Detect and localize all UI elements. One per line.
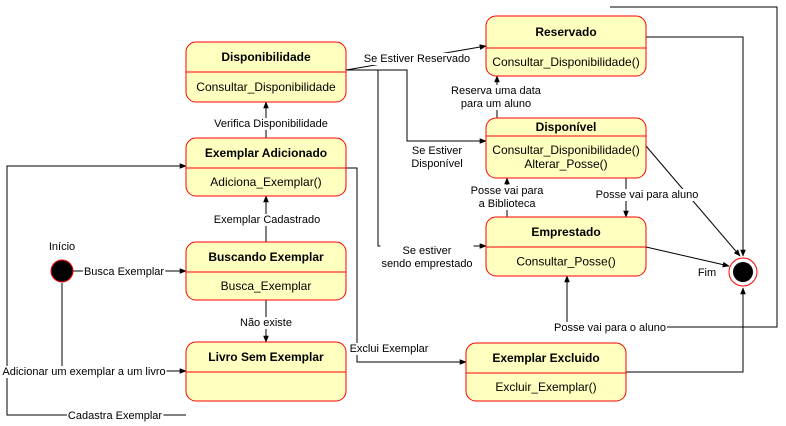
label-background xyxy=(348,343,430,355)
state-title: Buscando Exemplar xyxy=(208,250,324,264)
label-cadastra-exemplar: Cadastra Exemplar xyxy=(66,410,164,422)
transition-label: Exemplar Cadastrado xyxy=(214,214,320,226)
state-title: Disponível xyxy=(536,120,597,134)
state-title: Emprestado xyxy=(531,225,600,239)
edge-emprestado-fim[interactable] xyxy=(645,246,730,268)
label-background xyxy=(362,53,472,65)
transition-label: Posse vai para o aluno xyxy=(554,322,666,334)
final-label: Fim xyxy=(698,267,716,279)
state-livro-sem-exemplar[interactable]: Livro Sem Exemplar xyxy=(185,341,347,402)
label-se-estiver-reservado: Se Estiver Reservado xyxy=(362,53,472,65)
label-background xyxy=(212,214,322,226)
transition-label: Se Estiver xyxy=(412,145,462,157)
transition-label: Reserva uma data xyxy=(451,85,542,97)
label-background xyxy=(213,118,329,130)
initial-node[interactable] xyxy=(50,259,74,283)
transition-label: Se Estiver Reservado xyxy=(364,53,470,65)
state-box xyxy=(185,241,347,301)
state-action: Alterar_Posse() xyxy=(524,157,607,171)
state-box xyxy=(185,137,347,197)
label-background xyxy=(66,410,164,422)
label-verifica-disponibilidade: Verifica Disponibilidade xyxy=(213,118,329,130)
transition-label: sendo emprestado xyxy=(381,258,472,270)
label-posse-aluno-1: Posse vai para aluno xyxy=(594,189,700,201)
final-node[interactable] xyxy=(728,257,758,287)
transition-label: Disponível xyxy=(411,158,462,170)
transition-label: Busca Exemplar xyxy=(84,266,164,278)
state-action: Excluir_Exemplar() xyxy=(495,380,596,394)
label-background xyxy=(410,145,464,170)
label-background xyxy=(594,189,700,201)
transition-label: Adicionar um exemplar a um livro xyxy=(2,366,165,378)
state-title: Livro Sem Exemplar xyxy=(208,350,324,364)
label-nao-existe: Não existe xyxy=(239,317,293,329)
label-background xyxy=(469,185,546,210)
state-action: Consultar_Disponibilidade() xyxy=(492,143,639,157)
state-title: Reservado xyxy=(535,25,596,39)
transition-label: Cadastra Exemplar xyxy=(68,410,162,422)
label-adicionar-exemplar: Adicionar um exemplar a um livro xyxy=(1,366,167,378)
state-box xyxy=(485,15,647,77)
label-background xyxy=(450,85,543,110)
transition-label: Se estiver xyxy=(403,245,452,257)
state-action: Busca_Exemplar xyxy=(221,279,312,293)
edge-reservado-fim[interactable] xyxy=(646,36,746,257)
initial-label: Início xyxy=(49,241,75,253)
label-background xyxy=(239,317,293,329)
state-box xyxy=(465,342,627,402)
label-exemplar-cadastrado: Exemplar Cadastrado xyxy=(212,214,322,226)
label-background xyxy=(1,366,167,378)
state-disponivel[interactable]: DisponívelConsultar_Disponibilidade()Alt… xyxy=(485,117,647,179)
state-action: Consultar_Posse() xyxy=(516,255,615,269)
state-box xyxy=(485,117,647,179)
transition-label: para um aluno xyxy=(461,98,531,110)
state-title: Disponibilidade xyxy=(221,50,311,64)
state-title: Exemplar Adicionado xyxy=(205,146,327,160)
transition-label: Verifica Disponibilidade xyxy=(214,118,328,130)
transition-label: Exclui Exemplar xyxy=(350,343,429,355)
label-background xyxy=(380,245,474,270)
label-background xyxy=(82,266,166,278)
edge-exclui-exemplar[interactable] xyxy=(346,167,467,365)
label-exclui-exemplar: Exclui Exemplar xyxy=(348,343,430,355)
edge-adicionar-exemplar[interactable] xyxy=(61,283,187,374)
transition-label: Não existe xyxy=(240,317,292,329)
state-action: Adiciona_Exemplar() xyxy=(210,175,321,189)
label-background xyxy=(553,322,667,334)
transition-label: Posse vai para aluno xyxy=(596,189,699,201)
label-busca-exemplar: Busca Exemplar xyxy=(82,266,166,278)
edge-excluido-fim[interactable] xyxy=(626,287,746,373)
state-action: Consultar_Disponibilidade xyxy=(196,80,336,94)
state-action: Consultar_Disponibilidade() xyxy=(492,55,639,69)
edge-posse-aluno-2[interactable] xyxy=(564,6,778,328)
states: DisponibilidadeConsultar_Disponibilidade… xyxy=(185,15,647,402)
label-posse-aluno-2: Posse vai para o aluno xyxy=(553,322,667,334)
transition-label: Posse vai para xyxy=(471,185,545,197)
transition-label: a Biblioteca xyxy=(479,198,537,210)
state-title: Exemplar Excluido xyxy=(492,351,599,365)
